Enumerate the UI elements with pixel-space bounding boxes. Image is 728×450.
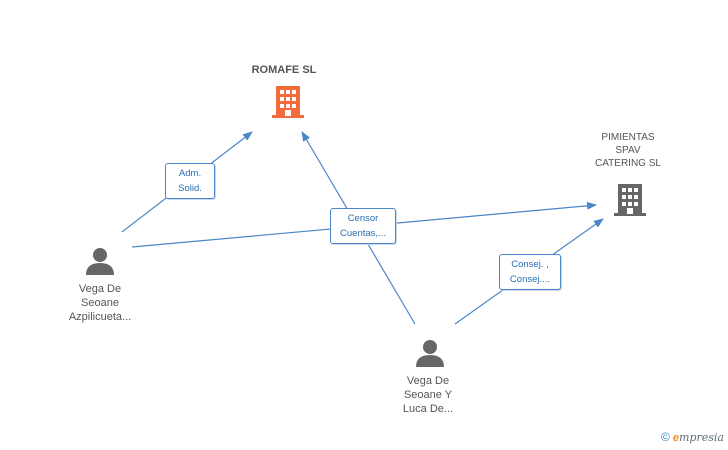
- company-pimientas-line: SPAV: [615, 145, 641, 156]
- edge-label-line: Censor: [347, 213, 379, 224]
- edge-label-line: Consej....: [509, 274, 551, 285]
- company-pimientas-line: CATERING SL: [595, 158, 661, 169]
- building-icon: [272, 86, 304, 118]
- copyright-icon: ©: [661, 430, 670, 444]
- person-label-line: Vega De: [78, 283, 122, 295]
- building-icon: [614, 184, 646, 216]
- company-pimientas-label[interactable]: PIMIENTAS SPAV CATERING SL: [578, 131, 678, 170]
- edge-label-line: Solid.: [178, 183, 202, 194]
- edge-label-adm-solid[interactable]: Adm. Solid.: [165, 163, 215, 199]
- person-label-line: Luca De...: [402, 403, 454, 415]
- person-label-line: Seoane: [81, 297, 119, 309]
- person-icon: [86, 248, 114, 275]
- company-romafe-label[interactable]: ROMAFE SL: [251, 64, 317, 76]
- edge-label-line: Adm.: [178, 168, 202, 179]
- person-label-line: Vega De: [406, 375, 450, 387]
- empresia-watermark: © empresia: [661, 430, 724, 444]
- person-label-line: Azpilicueta...: [68, 311, 132, 323]
- person-vega-azpilicueta-label[interactable]: Vega De Seoane Azpilicueta...: [50, 282, 150, 324]
- edge-label-line: Consej. ,: [511, 259, 549, 270]
- brand-initial: e: [672, 432, 680, 444]
- edge-label-censor-cuentas[interactable]: Censor Cuentas,...: [330, 208, 396, 244]
- edge-label-consej[interactable]: Consej. , Consej....: [499, 254, 561, 290]
- person-label-line: Seoane Y: [403, 389, 453, 401]
- company-pimientas-line: PIMIENTAS: [601, 132, 655, 143]
- brand-name: mpresia: [679, 431, 724, 444]
- person-icon: [416, 340, 444, 367]
- person-vega-luca-label[interactable]: Vega De Seoane Y Luca De...: [378, 374, 478, 416]
- edge-label-line: Cuentas,...: [340, 228, 386, 239]
